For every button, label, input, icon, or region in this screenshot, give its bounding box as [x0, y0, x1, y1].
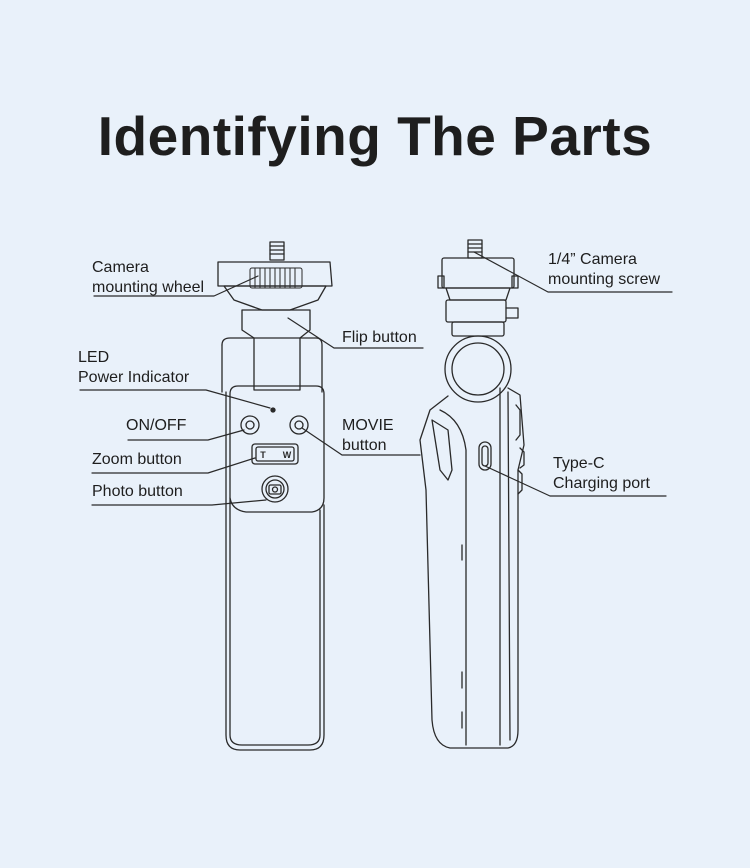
front-view: T W [217, 241, 333, 751]
page-title: Identifying The Parts [97, 105, 653, 167]
front-mounting-plate [217, 261, 333, 287]
side-mounting-plate [441, 257, 515, 289]
front-mounting-screw [269, 241, 285, 261]
front-body-shell [221, 337, 323, 393]
power-button[interactable] [240, 415, 260, 435]
side-body [419, 387, 525, 749]
label-led-power-indicator: LED Power Indicator [78, 349, 190, 386]
front-mounting-wheel [223, 285, 327, 311]
side-pivot [444, 335, 512, 403]
leader-lines [79, 251, 673, 506]
label-type-c-charging-port: Type-C Charging port [553, 455, 650, 492]
front-neck [241, 309, 311, 339]
zoom-w-label: W [283, 450, 292, 460]
side-wheel [445, 287, 511, 301]
zoom-t-label: T [260, 450, 266, 460]
label-zoom-button: Zoom button [92, 451, 182, 468]
photo-shutter-button[interactable] [261, 475, 289, 503]
side-view [419, 239, 525, 749]
front-grip [225, 391, 325, 751]
label-on-off: ON/OFF [126, 417, 187, 434]
label-camera-mounting-screw: 1/4” Camera mounting screw [548, 251, 661, 288]
front-wheel-ridges [249, 267, 303, 289]
label-photo-button: Photo button [92, 483, 183, 500]
led-indicator [270, 407, 276, 413]
label-camera-mounting-wheel: Camera mounting wheel [92, 259, 205, 296]
zoom-rocker[interactable]: T W [251, 443, 299, 465]
label-movie-button: MOVIE button [342, 417, 394, 454]
front-control-panel [229, 385, 325, 513]
label-flip-button: Flip button [342, 329, 417, 346]
movie-record-button[interactable] [289, 415, 309, 435]
